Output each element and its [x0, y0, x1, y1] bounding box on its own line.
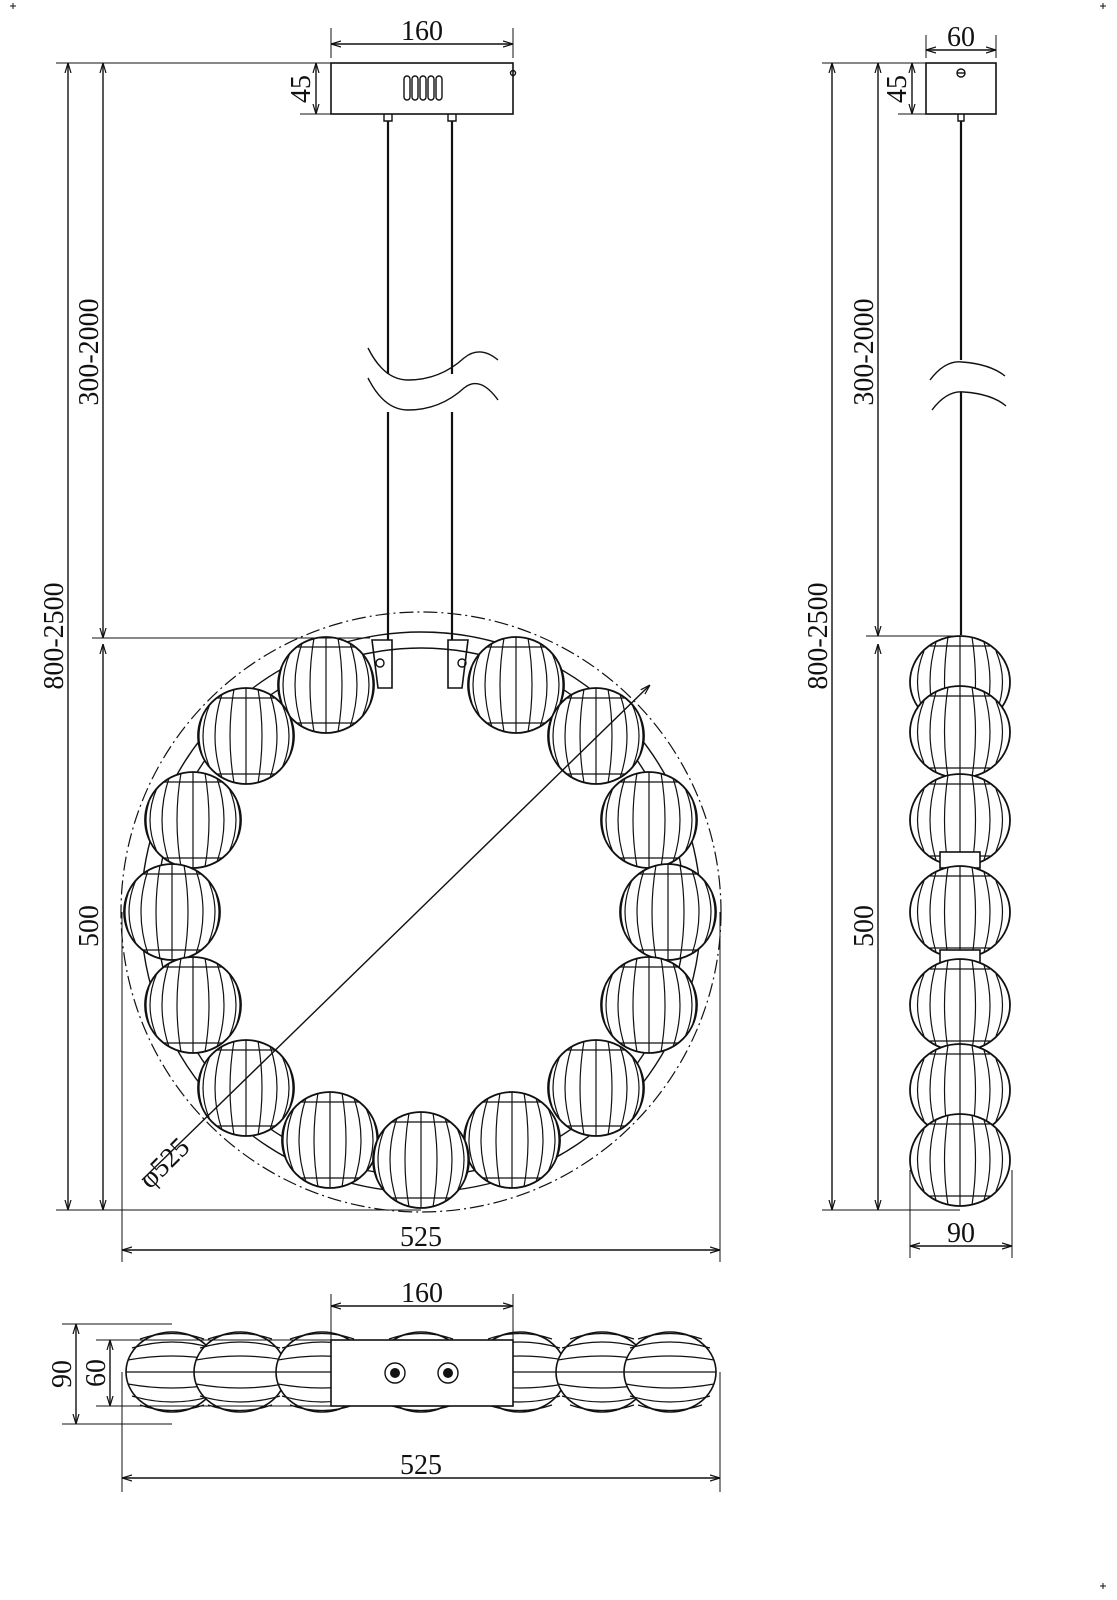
- front-view: φ525 160 45 300-2000 800-2500: [39, 16, 722, 1262]
- front-ring-height-dim: 500: [74, 644, 105, 1210]
- top-canopy: [330, 1339, 514, 1407]
- front-cable-length-dim: 300-2000: [74, 63, 105, 638]
- top-inner-depth-dim: 60: [81, 1339, 331, 1407]
- side-ring-height-dim: 500: [849, 644, 880, 1210]
- svg-text:60: 60: [947, 22, 975, 53]
- svg-text:800-2500: 800-2500: [803, 582, 834, 689]
- svg-text:90: 90: [947, 1218, 975, 1249]
- side-cable-length-dim: 300-2000: [849, 63, 880, 636]
- canopy-vent-icon: [403, 75, 443, 101]
- ring-globes: [123, 636, 717, 1209]
- ring-outline: [120, 611, 722, 1213]
- svg-text:525: 525: [400, 1222, 442, 1253]
- side-globes: [909, 635, 1011, 1207]
- svg-text:525: 525: [400, 1450, 442, 1481]
- svg-text:45: 45: [286, 75, 317, 103]
- svg-text:800-2500: 800-2500: [39, 582, 70, 689]
- side-canopy: [925, 62, 997, 115]
- front-total-height-dim: 800-2500: [39, 63, 70, 1210]
- top-overall-width-dim: 525: [121, 1372, 721, 1492]
- corner-marks: [10, 3, 1106, 1589]
- ring-diameter-label: φ525: [133, 1132, 196, 1195]
- side-total-height-dim: 800-2500: [803, 63, 834, 1210]
- side-canopy-height-dim: 45: [882, 63, 926, 115]
- side-break-line: [929, 361, 1006, 381]
- svg-text:160: 160: [401, 16, 443, 47]
- side-view: 60 45 300-2000 800-2500 500 90: [803, 22, 1013, 1258]
- front-cables: [386, 121, 454, 660]
- svg-text:300-2000: 300-2000: [74, 298, 105, 405]
- side-ring-depth-dim: 90: [909, 1170, 1013, 1258]
- svg-text:300-2000: 300-2000: [849, 298, 880, 405]
- svg-text:60: 60: [81, 1359, 112, 1387]
- top-view: 160 90 60 525: [47, 1278, 721, 1492]
- top-cable-fitting-icon: [384, 1362, 459, 1384]
- svg-text:160: 160: [401, 1278, 443, 1309]
- front-break-line: [367, 347, 499, 381]
- svg-text:45: 45: [882, 75, 913, 103]
- side-canopy-width-dim: 60: [925, 22, 997, 58]
- front-canopy-width-dim: 160: [330, 16, 514, 58]
- ring-brackets: [371, 639, 469, 689]
- top-canopy-width-dim: 160: [330, 1278, 514, 1340]
- svg-text:500: 500: [849, 905, 880, 947]
- front-ring-width-dim: 525: [121, 912, 721, 1262]
- svg-text:90: 90: [47, 1360, 78, 1388]
- front-canopy-height-dim: 45: [286, 62, 331, 115]
- svg-text:500: 500: [74, 905, 105, 947]
- top-outer-depth-dim: 90: [47, 1323, 172, 1425]
- front-canopy: [330, 62, 514, 115]
